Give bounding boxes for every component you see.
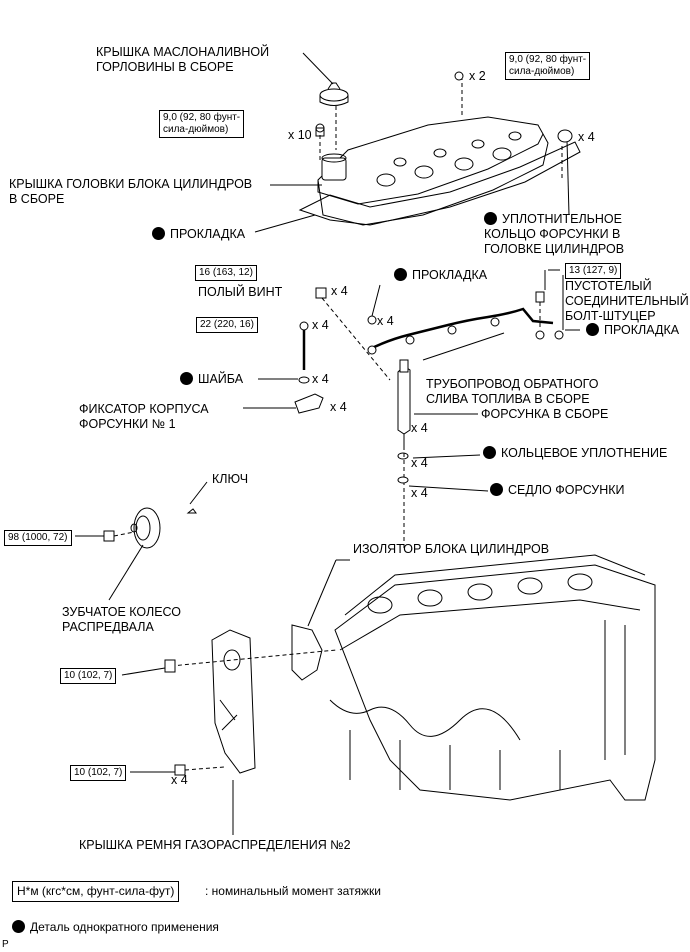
non-reusable-icon (586, 323, 599, 336)
hollow-screw-label: ПОЛЫЙ ВИНТ (198, 285, 283, 299)
head-cover-drawing (317, 116, 549, 226)
qty-x4: x 4 (331, 284, 348, 298)
torque-box-cover2-b: 10 (102, 7) (70, 765, 127, 781)
timing-cover-label: КРЫШКА РЕМНЯ ГАЗОРАСПРЕДЕЛЕНИЯ №2 (79, 838, 351, 852)
torque-box-gear: 98 (1000, 72) (4, 530, 72, 546)
qty-x4: x 4 (171, 773, 188, 787)
injector-seal-ring-label: УПЛОТНИТЕЛЬНОЕ КОЛЬЦО ФОРСУНКИ В ГОЛОВКЕ… (484, 212, 625, 256)
o-ring-label: КОЛЬЦЕВОЕ УПЛОТНЕНИЕ (483, 446, 667, 461)
timing-cover-drawing (211, 629, 256, 774)
oil-filler-cap-drawing (319, 82, 349, 106)
injector-drawing (397, 359, 411, 446)
qty-x4: x 4 (578, 130, 595, 144)
leader-line (302, 52, 334, 85)
qty-x4: x 4 (411, 486, 428, 500)
footer-mark: P (2, 939, 9, 950)
engine-block-drawing (329, 554, 656, 801)
qty-x10: x 10 (288, 128, 312, 142)
legend-non-reusable: Деталь однократного применения (12, 920, 219, 935)
non-reusable-icon (490, 483, 503, 496)
non-reusable-icon (152, 227, 165, 240)
key-label: КЛЮЧ (212, 472, 249, 486)
non-reusable-icon (394, 268, 407, 281)
washer-label: ШАЙБА (180, 372, 243, 387)
clamp-drawing (294, 393, 324, 414)
non-reusable-icon (180, 372, 193, 385)
qty-x4: x 4 (411, 421, 428, 435)
return-pipe-drawing (367, 307, 554, 352)
qty-x4: x 4 (377, 314, 394, 328)
torque-box-hollow: 16 (163, 12) (195, 265, 257, 281)
qty-x4: x 4 (312, 318, 329, 332)
torque-box-clamp-bolt: 22 (220, 16) (196, 317, 258, 333)
insulator-label: ИЗОЛЯТОР БЛОКА ЦИЛИНДРОВ (353, 542, 550, 556)
gasket-union-label: ПРОКЛАДКА (586, 323, 679, 338)
gasket-label: ПРОКЛАДКА (152, 227, 245, 242)
gasket-drawing (298, 141, 581, 226)
legend-torque-desc: : номинальный момент затяжки (205, 884, 381, 898)
torque-box-cap: 9,0 (92, 80 фунт-сила-дюймов) (505, 52, 591, 80)
qty-x4: x 4 (312, 372, 329, 386)
non-reusable-icon (483, 446, 496, 459)
cam-gear-drawing (130, 507, 161, 549)
torque-box-union: 13 (127, 9) (565, 263, 622, 279)
key-drawing (186, 508, 197, 514)
seat-label: СЕДЛО ФОРСУНКИ (490, 483, 625, 498)
qty-x4: x 4 (330, 400, 347, 414)
torque-box-cover: 9,0 (92, 80 фунт-сила-дюймов) (159, 110, 245, 138)
gasket-pipe-label: ПРОКЛАДКА (394, 268, 487, 283)
injector-label: ФОРСУНКА В СБОРЕ (481, 407, 609, 421)
non-reusable-icon (12, 920, 25, 933)
qty-x4: x 4 (411, 456, 428, 470)
torque-box-cover2-a: 10 (102, 7) (60, 668, 117, 684)
legend-torque-box: Н*м (кгс*см, фунт-сила-фут) (12, 881, 180, 902)
qty-x2: x 2 (469, 69, 486, 83)
non-reusable-icon (484, 212, 497, 225)
